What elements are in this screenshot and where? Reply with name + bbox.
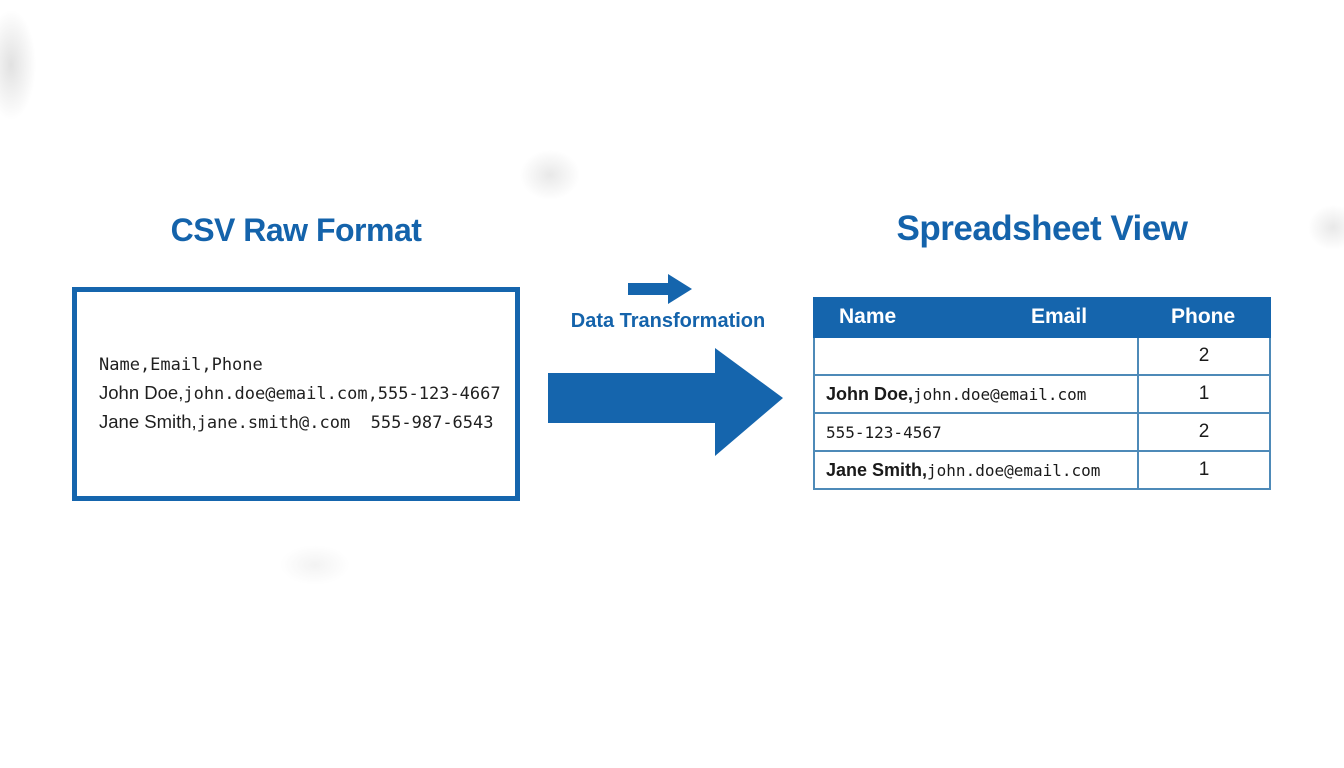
table-cell-phone: 2	[1198, 421, 1210, 442]
csv-panel-title: CSV Raw Format	[170, 212, 422, 248]
table-body: 2 John Doe,john.doe@email.com 1 555-123-…	[813, 338, 1271, 490]
csv-line: Jane Smith,jane.smith@.com 555-987-6543	[99, 407, 515, 436]
column-header-email: Email	[1031, 305, 1088, 328]
cell-text-part: 555-123-4567	[826, 422, 942, 442]
small-right-arrow-icon	[628, 274, 692, 304]
table-row: John Doe,john.doe@email.com 1	[815, 376, 1269, 414]
csv-line: John Doe,john.doe@email.com,555-123-4667	[99, 378, 515, 407]
background-smudge	[280, 545, 350, 585]
cell-text-part: john.doe@email.com	[927, 460, 1101, 480]
big-right-arrow-icon	[548, 348, 783, 456]
spreadsheet-panel-title: Spreadsheet View	[896, 209, 1188, 248]
table-row: Jane Smith,john.doe@email.com 1	[815, 452, 1269, 488]
cell-name-part: Jane Smith,	[826, 459, 928, 480]
csv-raw-box: Name,Email,Phone John Doe,john.doe@email…	[72, 287, 520, 501]
table-row: 2	[815, 338, 1269, 376]
table-cell-main: Jane Smith,john.doe@email.com	[815, 452, 1139, 488]
cell-text-part: john.doe@email.com	[913, 384, 1087, 404]
cell-name-part: John Doe,	[826, 383, 914, 404]
csv-line-text: john.doe@email.com,555-123-4667	[183, 384, 501, 404]
table-cell-phone: 2	[1198, 345, 1210, 366]
csv-line-name-part: John Doe,	[99, 382, 184, 403]
csv-line: Name,Email,Phone	[99, 349, 515, 378]
table-header-row: Name Email Phone	[813, 297, 1271, 338]
table-cell-phone: 1	[1198, 383, 1210, 404]
column-header-phone: Phone	[1171, 305, 1236, 328]
table-row: 555-123-4567 2	[815, 414, 1269, 452]
csv-line-text: Name,Email,Phone	[99, 355, 263, 375]
column-header-name: Name	[839, 305, 897, 328]
spreadsheet-table: Name Email Phone 2 John Doe,john.doe@ema…	[813, 297, 1271, 490]
data-transformation-label: Data Transformation	[570, 310, 766, 332]
table-cell-main	[815, 338, 1139, 374]
csv-line-text: jane.smith@.com 555-987-6543	[196, 413, 494, 433]
csv-line-name-part: Jane Smith,	[99, 411, 197, 432]
background-smudge	[0, 10, 36, 120]
table-cell-main: 555-123-4567	[815, 414, 1139, 450]
table-cell-phone: 1	[1198, 459, 1210, 480]
background-smudge	[1308, 205, 1344, 250]
background-smudge	[520, 150, 580, 200]
table-cell-main: John Doe,john.doe@email.com	[815, 376, 1139, 412]
